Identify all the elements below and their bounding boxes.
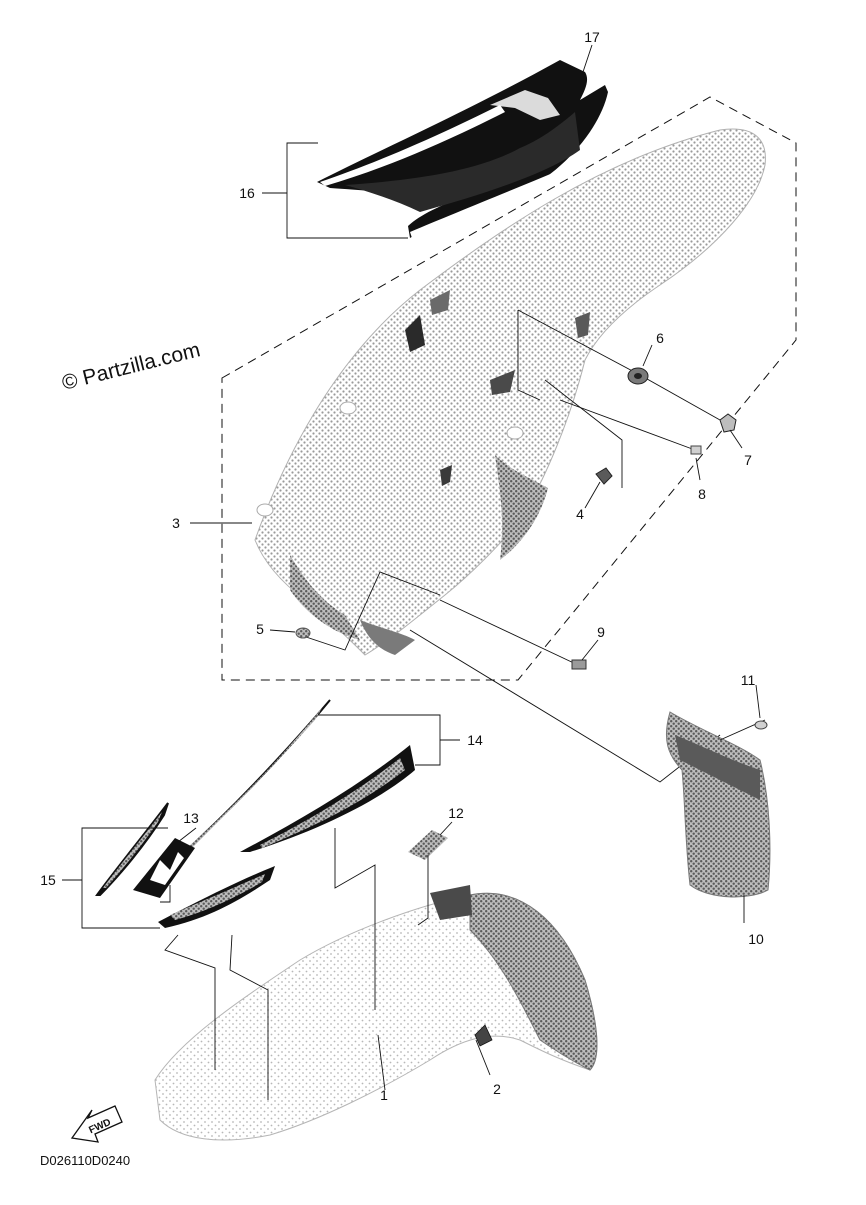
screw-part-9[interactable]: [571, 659, 587, 670]
rear-fender[interactable]: [254, 128, 766, 656]
callout-9[interactable]: 9: [597, 624, 605, 640]
screw-part-2[interactable]: [474, 1024, 493, 1076]
screw-part-11[interactable]: [754, 720, 768, 730]
callout-1[interactable]: 1: [380, 1087, 388, 1103]
copyright-watermark: © Partzilla.com: [60, 338, 203, 395]
leader-15-bracket: [81, 827, 168, 929]
callout-12[interactable]: 12: [448, 805, 464, 821]
callout-13[interactable]: 13: [183, 810, 199, 826]
callout-16[interactable]: 16: [239, 185, 255, 201]
callout-8[interactable]: 8: [698, 486, 706, 502]
callout-5[interactable]: 5: [256, 621, 264, 637]
bushing-part-6[interactable]: [627, 367, 649, 385]
nut-part-7[interactable]: [719, 413, 737, 433]
decal-part-12[interactable]: [408, 830, 448, 860]
bolt-part-8[interactable]: [690, 445, 702, 455]
callout-3[interactable]: 3: [172, 515, 180, 531]
decal-leader-lines: [160, 828, 429, 1100]
leader-14: [318, 714, 441, 766]
callout-17[interactable]: 17: [584, 29, 600, 45]
callout-6[interactable]: 6: [656, 330, 664, 346]
leader-16-bracket: [286, 142, 408, 239]
decal-part-15-lower[interactable]: [158, 866, 275, 928]
decal-part-13[interactable]: [133, 838, 195, 898]
rear-fender-assembly-boundary: [221, 96, 797, 681]
seat-cover-graphic[interactable]: [317, 60, 608, 238]
mud-flap[interactable]: [665, 711, 771, 898]
callout-11[interactable]: 11: [741, 672, 756, 688]
clip-part-5[interactable]: [295, 627, 311, 639]
callout-leaders: [177, 344, 761, 1091]
diagram-code: D026110D0240: [40, 1153, 130, 1168]
callout-15[interactable]: 15: [40, 872, 56, 888]
nut-part-4[interactable]: [595, 467, 613, 485]
callout-4[interactable]: 4: [576, 506, 584, 522]
fwd-arrow-icon: FWD: [70, 1105, 123, 1143]
decal-part-15-left[interactable]: [95, 802, 169, 896]
decal-part-14-lower[interactable]: [240, 745, 415, 852]
leader-17: [581, 44, 593, 76]
callout-14[interactable]: 14: [467, 732, 483, 748]
callout-2[interactable]: 2: [493, 1081, 501, 1097]
callout-10[interactable]: 10: [748, 931, 764, 947]
decal-part-14-upper[interactable]: [177, 699, 331, 859]
callout-7[interactable]: 7: [744, 452, 752, 468]
front-fender[interactable]: [154, 885, 598, 1141]
